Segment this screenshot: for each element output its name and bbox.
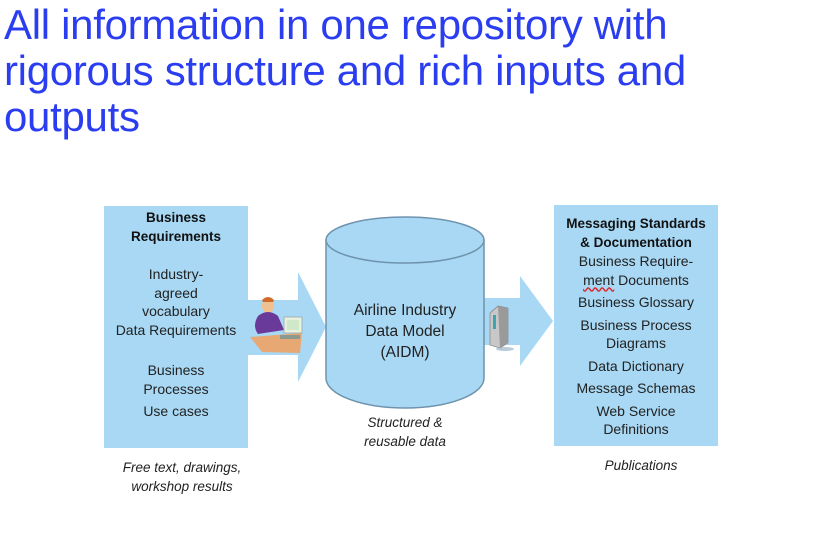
inputs-item-text: agreed: [154, 284, 198, 301]
outputs-heading-line-2: & Documentation: [580, 235, 692, 250]
repository-caption-line-1: Structured &: [367, 415, 443, 430]
inputs-heading-line-1: Business: [145, 210, 207, 225]
inputs-item-text: Industry-: [148, 266, 204, 282]
database-cylinder-icon: [325, 216, 485, 409]
title-line-2: rigorous structure and rich inputs and: [4, 47, 686, 94]
business-requirements-box: Business Requirements Industry- agreed v…: [104, 206, 248, 448]
outputs-item-text: Diagrams: [606, 335, 666, 351]
inputs-caption-line-2: workshop results: [131, 479, 233, 494]
aidm-label-line-2: Data Model: [365, 323, 445, 340]
inputs-heading: Business Requirements: [104, 208, 248, 246]
server-icon: [489, 305, 514, 351]
repository-caption: Structured & reusable data: [326, 413, 484, 451]
inputs-item-text: Use cases: [143, 403, 209, 419]
slide-title: All information in one repository with r…: [4, 2, 840, 140]
outputs-item-text: ment Documents: [554, 271, 718, 290]
title-line-1: All information in one repository with: [4, 1, 668, 48]
aidm-label: Airline Industry Data Model (AIDM): [326, 300, 484, 363]
repository-caption-line-2: reusable data: [364, 434, 446, 449]
outputs-data-dictionary-item: Data Dictionary: [588, 357, 684, 374]
inputs-item-text: Processes: [143, 380, 209, 397]
inputs-item-text: vocabulary: [142, 303, 210, 319]
outputs-caption: Publications: [604, 458, 678, 473]
inputs-vocabulary-item: Industry- agreed vocabulary Data Require…: [104, 265, 248, 339]
outputs-web-service-item: Web Service Definitions: [554, 402, 718, 439]
outputs-requirement-documents-item: Business Require- ment Documents: [554, 252, 718, 289]
outputs-process-diagrams-item: Business Process Diagrams: [554, 316, 718, 353]
outputs-message-schemas-item: Message Schemas: [576, 380, 696, 396]
messaging-standards-box: Messaging Standards & Documentation Busi…: [554, 205, 718, 446]
inputs-item-text: Business: [147, 362, 205, 378]
spellcheck-flagged-word: ment: [583, 271, 615, 288]
aidm-label-line-3: (AIDM): [380, 344, 430, 361]
inputs-caption: Free text, drawings, workshop results: [104, 458, 260, 496]
outputs-item-text: Business Require-: [578, 253, 694, 269]
inputs-heading-line-2: Requirements: [130, 229, 222, 244]
title-line-3: outputs: [4, 93, 140, 140]
inputs-item-text: Data Requirements: [115, 321, 237, 338]
outputs-item-text: Documents: [614, 271, 689, 288]
outputs-heading-line-1: Messaging Standards: [566, 216, 706, 231]
outputs-heading: Messaging Standards & Documentation: [554, 214, 718, 252]
outputs-glossary-item: Business Glossary: [578, 294, 694, 310]
outputs-item-text: Business Process: [580, 316, 692, 333]
inputs-use-cases-item: Use cases: [104, 402, 248, 421]
person-at-computer-icon: [250, 297, 303, 353]
aidm-label-line-1: Airline Industry: [353, 302, 457, 319]
inputs-processes-item: Business Processes: [104, 361, 248, 398]
inputs-caption-line-1: Free text, drawings,: [122, 460, 242, 475]
outputs-item-text: Definitions: [603, 421, 669, 437]
outputs-item-text: Web Service: [596, 402, 676, 419]
